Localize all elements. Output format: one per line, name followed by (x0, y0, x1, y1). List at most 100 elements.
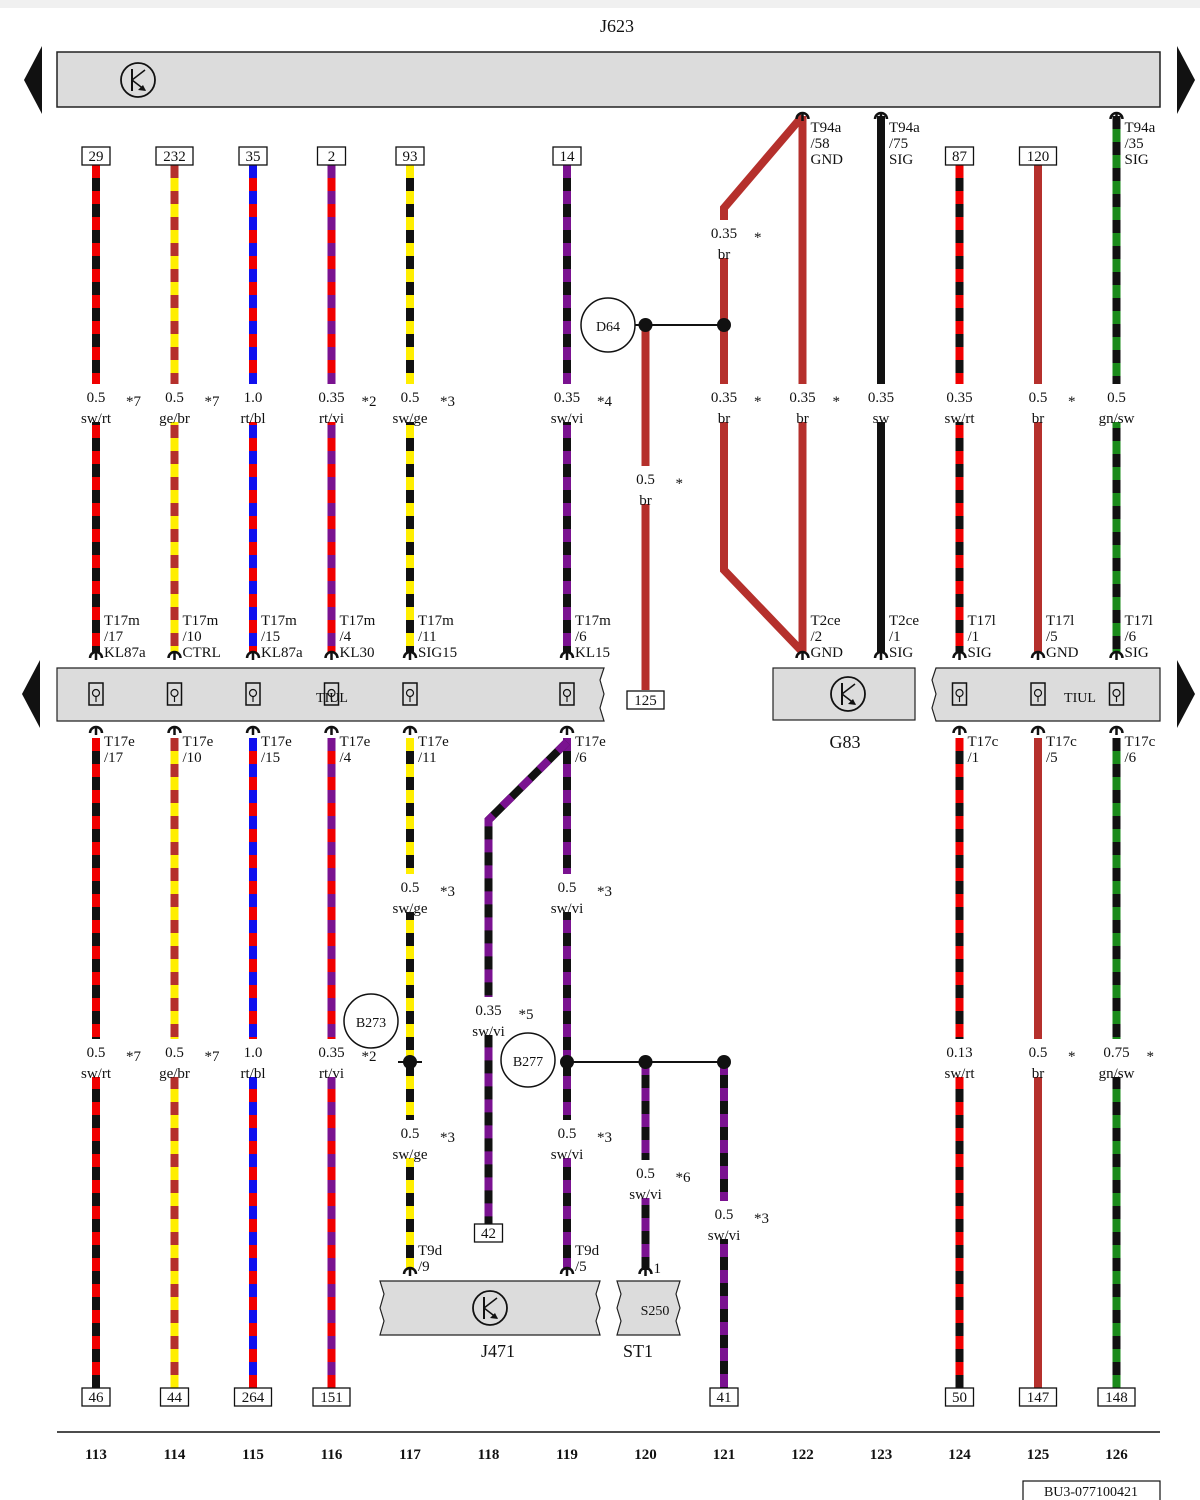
wire-125-top-pin-box (1018, 146, 1058, 166)
wire-115-upper-label-color: rt/bl (241, 411, 266, 427)
wire-113-lower-label-note: *7 (126, 1049, 142, 1065)
wire-125-t-upper-0: T17l (1046, 613, 1074, 629)
wire-124-upper-label-color: sw/rt (945, 411, 976, 427)
footer-col-115: 115 (242, 1447, 264, 1463)
wire-114-lower-label-color: ge/br (159, 1066, 190, 1082)
wire-125-top-pin: 120 (1027, 149, 1050, 165)
wire-117-lower-label-color: sw/ge (393, 1147, 428, 1163)
wire-124-t-upper-2: SIG (968, 645, 992, 661)
wire-117-upper-label-color: sw/ge (393, 411, 428, 427)
wire-126-t-lower-0: T17c (1125, 734, 1156, 750)
wire-114-t-upper-2: CTRL (183, 645, 221, 661)
wire-119-bottom-plug-icon (559, 1265, 575, 1278)
j623-arrow-left-icon (24, 46, 42, 114)
wire-120-s250-label-gauge: 0.5 (636, 1166, 655, 1182)
wire-label-gap (246, 1039, 260, 1077)
wire-118-stripe (484, 739, 570, 1225)
wire-124-t-upper-plug-icon (952, 649, 967, 662)
wire-114-t-upper-1: /10 (183, 629, 202, 645)
b277-node-120 (638, 1055, 653, 1069)
wire-123-upper-label-gauge: 0.35 (868, 390, 894, 406)
wire-121-upper-a-label-gauge: 0.35 (711, 226, 737, 242)
wire-117-top-pin-box (395, 146, 425, 166)
wire-120-s250-pin: 1 (654, 1261, 662, 1277)
wire-124-t-upper-0: T17l (968, 613, 996, 629)
wire-120-s250-plug-icon (638, 1265, 653, 1278)
wire-126-top-plug-icon (1109, 110, 1124, 123)
wire-label-gap (638, 1160, 653, 1198)
wire-124-lower-label-gauge: 0.13 (946, 1045, 972, 1061)
j471-label: J471 (481, 1341, 515, 1361)
wire-117-bottom-terminal-0: T9d (418, 1243, 443, 1259)
wire-label-gap (1109, 384, 1124, 422)
wire-113-t-upper-plug-icon (88, 649, 104, 662)
wire-119-bottom-terminal-0: T9d (575, 1243, 600, 1259)
wire-121-lower-label-gauge: 0.5 (715, 1207, 734, 1223)
footer-col-126: 126 (1105, 1447, 1128, 1463)
wire-120-d64-label-color: br (639, 493, 652, 509)
wire-label-gap (403, 1120, 417, 1158)
wire-117-t-upper-2: SIG15 (418, 645, 457, 661)
wire-label-gap (560, 1120, 574, 1158)
wire-121-bottom-pin: 41 (717, 1390, 732, 1406)
top-strip (0, 0, 1200, 8)
wire-113-bottom-pin-box (81, 1387, 111, 1407)
wire-115-t-lower-0: T17e (261, 734, 292, 750)
wire-118-label-gauge: 0.35 (475, 1003, 501, 1019)
svg-text:B277: B277 (513, 1055, 543, 1070)
d64-node-120 (638, 318, 653, 332)
wire-119-mid-label-color: sw/vi (551, 901, 584, 917)
b273-node (403, 1055, 417, 1069)
footer-col-117: 117 (399, 1447, 421, 1463)
wire-114-t-upper-0: T17m (183, 613, 219, 629)
footer-col-122: 122 (791, 1447, 814, 1463)
wire-115-t-lower-plug-icon (245, 724, 261, 737)
wire-label-gap (1109, 1039, 1124, 1077)
wire-121-upper-b-label-color: br (718, 411, 731, 427)
wire-126-t-upper-1: /6 (1125, 629, 1137, 645)
wire-117-bottom-terminal-1: /9 (418, 1259, 430, 1275)
wire-125-lower-label-color: br (1032, 1066, 1045, 1082)
d64-node-121 (717, 318, 731, 332)
tiul-right-arrow-icon (1177, 660, 1195, 728)
footer-col-123: 123 (870, 1447, 893, 1463)
wire-117-lower-label-gauge: 0.5 (401, 1126, 420, 1142)
doc-id: BU3-077100421 (1044, 1485, 1138, 1500)
wire-122-g83-terminal-1: /2 (811, 629, 823, 645)
wire-121-upper-a-label-color: br (718, 247, 731, 263)
wire-label-gap (481, 997, 496, 1035)
wire-label-gap (952, 384, 967, 422)
wire-126-bottom-pin: 148 (1105, 1390, 1128, 1406)
wire-115-top-pin: 35 (246, 149, 261, 165)
wire-label-gap (246, 384, 260, 422)
wire-125-t-lower-1: /5 (1046, 750, 1058, 766)
wire-122-upper-label-color: br (796, 411, 809, 427)
wire-label-gap (874, 384, 888, 422)
wire-122-g83-plug-icon (795, 649, 810, 662)
j623-transistor-icon (120, 62, 156, 98)
wire-label-gap (1031, 1039, 1045, 1077)
b277-node-121 (717, 1055, 731, 1069)
wire-115-lower-label-gauge: 1.0 (244, 1045, 263, 1061)
wire-123-top-terminal-0: T94a (889, 120, 920, 136)
tiul-left-arrow-icon (22, 660, 40, 728)
wire-124-t-upper-1: /1 (968, 629, 980, 645)
wire-118-label-note: *5 (519, 1007, 534, 1023)
wire-122-top-terminal-0: T94a (811, 120, 842, 136)
wire-114-lower-label-gauge: 0.5 (165, 1045, 184, 1061)
wire-126-lower-label-color: gn/sw (1099, 1066, 1135, 1082)
j471-transistor-icon (472, 1290, 508, 1326)
wire-122-upper-label-gauge: 0.35 (789, 390, 815, 406)
footer-col-120: 120 (634, 1447, 657, 1463)
wire-126-t-lower-1: /6 (1125, 750, 1137, 766)
wire-121-lower-label-color: sw/vi (708, 1228, 741, 1244)
g83-sensor (772, 667, 916, 721)
wire-126-lower-label-note: * (1147, 1049, 1155, 1065)
tiul-left-connector (56, 667, 605, 722)
footer-col-114: 114 (164, 1447, 186, 1463)
wire-119-t-upper-0: T17m (575, 613, 611, 629)
wire-label-gap (167, 1039, 182, 1077)
wire-118-bottom-pin-box (473, 1223, 504, 1243)
wire-119-t-upper-2: KL15 (575, 645, 610, 661)
wire-125-t-lower-0: T17c (1046, 734, 1077, 750)
